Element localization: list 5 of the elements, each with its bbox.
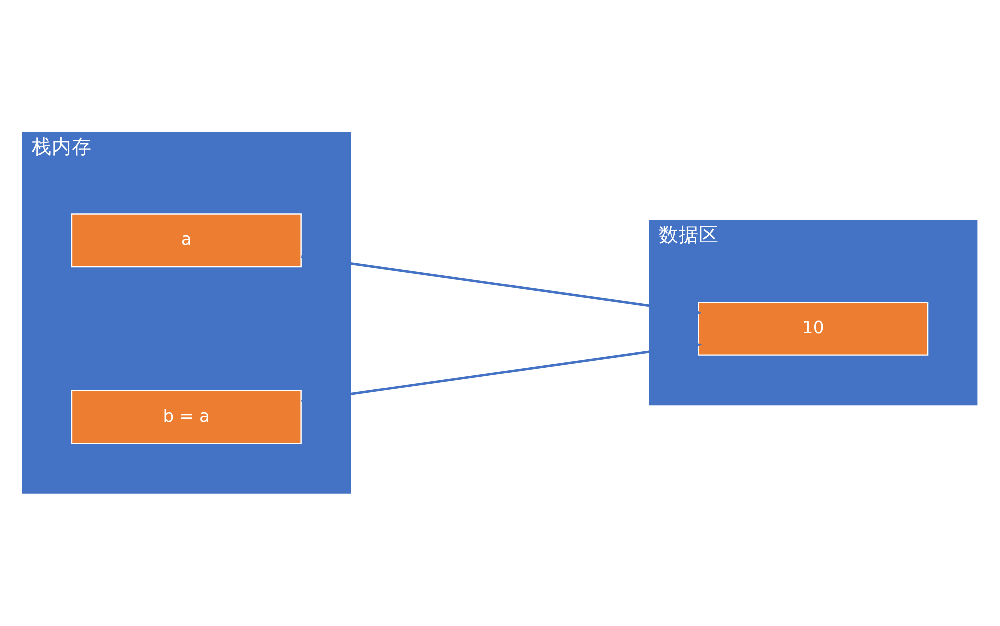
- node-box: 10: [698, 302, 929, 356]
- node-box: a: [71, 214, 302, 268]
- node-box: b = a: [71, 390, 302, 444]
- arrow: [301, 256, 702, 317]
- arrow: [301, 340, 702, 402]
